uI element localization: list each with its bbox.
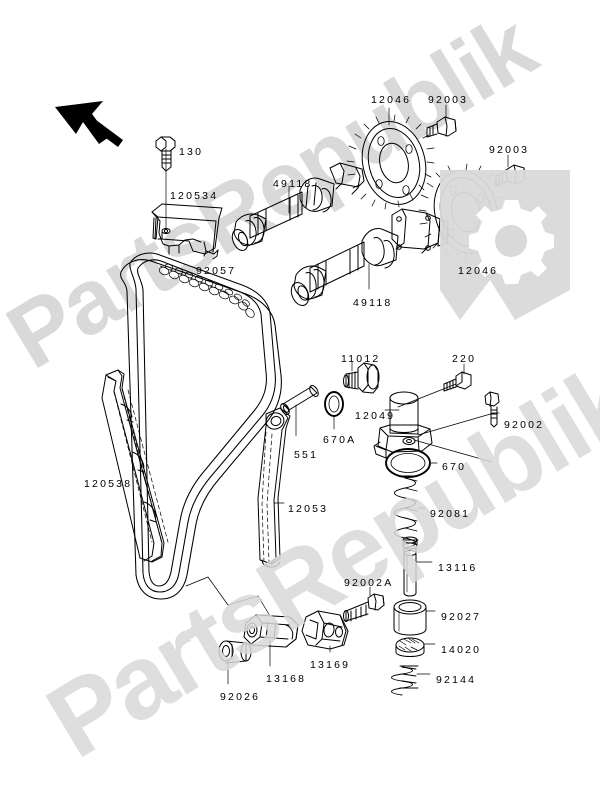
part-label-chain-guide-lower[interactable]: 120538 [84, 478, 133, 490]
part-label-camshaft-exhaust[interactable]: 49118 [353, 297, 393, 309]
tensioner-sleeve-art [280, 385, 319, 415]
part-label-tensioner-plate[interactable]: 13169 [310, 659, 351, 671]
part-label-tensioner-collar[interactable]: 92027 [441, 611, 482, 623]
tensioner-body-art [373, 391, 433, 459]
tensioner-holder-art [395, 637, 425, 657]
sprocket-bolt-upper-art [426, 116, 457, 138]
part-label-chain-guide-upper[interactable]: 120534 [170, 190, 219, 202]
part-label-tensioner-guide-arm[interactable]: 12053 [288, 503, 329, 515]
part-label-camshaft-sprocket-lower[interactable]: 12046 [458, 265, 499, 277]
part-label-sprocket-bolt-upper[interactable]: 92003 [428, 94, 469, 106]
part-label-arm-pivot-bolt[interactable]: 92002A [344, 577, 394, 589]
part-label-tensioner-spring[interactable]: 92081 [430, 508, 471, 520]
tensioner-push-rod-art [402, 536, 418, 597]
part-label-cam-chain[interactable]: 92057 [196, 265, 237, 277]
part-label-tensioner-spring-small[interactable]: 92144 [436, 674, 477, 686]
part-label-o-ring-large[interactable]: 670 [442, 461, 467, 473]
part-label-guide-bolt[interactable]: 130 [179, 146, 204, 158]
tensioner-guide-arm-art [257, 407, 291, 569]
tensioner-lever-art [243, 614, 299, 648]
camshaft-intake-art [231, 162, 365, 252]
chain-guide-upper-art [151, 203, 223, 260]
camshaft-sprocket-upper-art [346, 114, 435, 210]
part-label-tensioner-holder[interactable]: 14020 [441, 644, 482, 656]
part-label-tensioner-sleeve[interactable]: 551 [294, 449, 319, 461]
tensioner-cap-art [343, 362, 380, 394]
part-label-sprocket-bolt-lower[interactable]: 92003 [489, 144, 530, 156]
cam-chain-art [120, 252, 282, 600]
arm-pivot-bolt-art [343, 593, 385, 622]
part-label-tensioner-push-rod[interactable]: 13116 [438, 562, 478, 574]
guide-bolt-art [155, 136, 176, 172]
tensioner-spring-art [394, 475, 419, 549]
tensioner-collar-art [393, 599, 427, 636]
part-label-tensioner-body[interactable]: 12049 [355, 410, 396, 422]
part-label-tensioner-cap[interactable]: 11012 [341, 353, 381, 365]
part-label-o-ring-small[interactable]: 670A [323, 434, 357, 446]
direction-arrow-icon [55, 101, 123, 147]
tensioner-plate-art [301, 610, 349, 650]
tensioner-spring-small-art [391, 665, 419, 696]
tensioner-mount-bolt-art [484, 391, 500, 428]
part-label-camshaft-intake[interactable]: 49118 [273, 178, 313, 190]
gear-logo-watermark [440, 170, 570, 320]
chain-guide-lower-art [101, 369, 169, 563]
tensioner-screw-art [443, 371, 472, 392]
part-label-tensioner-mount-bolt[interactable]: 92002 [504, 419, 545, 431]
part-label-tensioner-lever[interactable]: 13168 [266, 673, 307, 685]
part-label-camshaft-sprocket-upper[interactable]: 12046 [371, 94, 412, 106]
tensioner-bushing-art [218, 640, 252, 664]
part-label-tensioner-screw[interactable]: 220 [452, 353, 477, 365]
part-label-tensioner-bushing[interactable]: 92026 [220, 691, 261, 703]
